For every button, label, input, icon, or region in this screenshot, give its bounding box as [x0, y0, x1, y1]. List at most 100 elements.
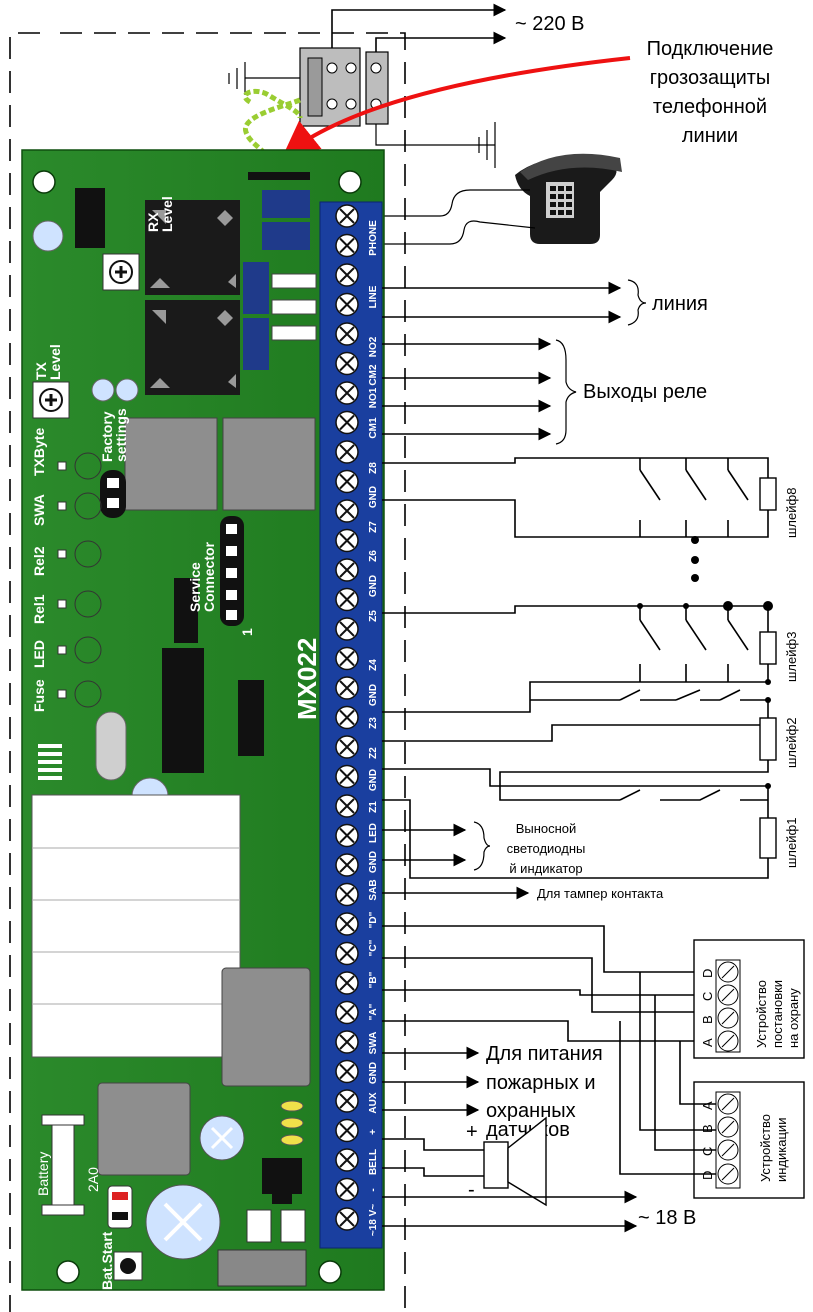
enclosure-outline	[9, 32, 406, 1312]
terminal-screw-slot	[339, 1181, 355, 1198]
mains-wire-2	[375, 31, 507, 52]
terminal-screw-slot	[339, 1093, 355, 1109]
svg-text:й индикатор: й индикатор	[509, 861, 582, 876]
terminal-label: LINE	[368, 285, 379, 308]
mains-terminal-block	[299, 47, 389, 127]
terminal-screw-slot	[339, 650, 355, 667]
terminal-screw-slot	[339, 621, 355, 637]
terminal-label: CM2	[368, 364, 379, 386]
terminal-label: "D"	[368, 911, 379, 928]
svg-text:грозозащиты: грозозащиты	[650, 67, 771, 89]
switch-block	[246, 1209, 306, 1243]
terminal-label: CM1	[368, 417, 379, 439]
relays	[124, 417, 316, 511]
svg-text:Для питания: Для питания	[486, 1043, 603, 1065]
svg-text:Rel1: Rel1	[31, 594, 47, 624]
svg-text:индикации: индикации	[774, 1118, 789, 1182]
board-model: MX022	[292, 638, 322, 720]
terminal-screw-slot	[339, 444, 355, 460]
svg-text:постановки: постановки	[770, 980, 785, 1048]
ic-right	[238, 680, 264, 756]
phone-cord	[378, 189, 536, 245]
bat-start-button	[113, 1251, 143, 1281]
svg-text:охранных: охранных	[486, 1100, 576, 1122]
diodes	[280, 1100, 304, 1146]
svg-text:Подключение: Подключение	[647, 38, 774, 60]
svg-text:TXByte: TXByte	[31, 428, 47, 476]
tamper-label: Для тампер контакта	[537, 886, 664, 901]
relay-output-wires	[382, 337, 552, 441]
svg-text:светодиодны: светодиодны	[507, 841, 586, 856]
terminal-label: SWA	[368, 1032, 379, 1055]
led-indicators	[57, 452, 102, 708]
bell-minus-wire	[382, 1167, 484, 1177]
terminal-label: NO2	[368, 336, 379, 357]
terminal-screw-slot	[339, 296, 355, 313]
loop2-label: шлейф2	[784, 718, 799, 768]
power-module	[31, 794, 241, 1058]
power-connector	[217, 1249, 307, 1287]
svg-text:Fuse: Fuse	[31, 679, 47, 712]
relay-brace	[555, 339, 577, 445]
sensor-power-wires	[382, 1046, 480, 1117]
terminal-label: "C"	[368, 939, 379, 956]
tx-level-label-2: Level	[47, 344, 63, 380]
tx-level-pot	[32, 381, 70, 419]
terminal-screw-slot	[339, 414, 355, 431]
terminal-screw-slot	[339, 503, 355, 519]
terminal-screw-slot	[339, 798, 355, 814]
terminal-screw-slot	[339, 857, 355, 873]
bell-plus-wire	[382, 1138, 484, 1151]
sensors-power-label: Для питания пожарных и охранных датчиков	[486, 1043, 603, 1141]
tx-level-label-1: TX	[33, 361, 49, 380]
bell-siren-icon	[483, 1116, 547, 1207]
terminal-screw-slot	[339, 1211, 355, 1227]
terminal-screw-slot	[339, 1034, 355, 1050]
svg-text:линии: линии	[682, 125, 738, 147]
svg-text:Rel2: Rel2	[31, 546, 47, 576]
svg-text:пожарных и: пожарных и	[486, 1072, 596, 1094]
terminal-label: Z6	[368, 550, 379, 562]
lightning-protection-label: Подключение грозозащиты телефонной линии	[647, 38, 774, 147]
svg-text:телефонной: телефонной	[653, 96, 767, 118]
ground-icon	[228, 62, 496, 168]
terminal-screw-slot	[339, 473, 355, 490]
terminal-label: GND	[368, 486, 379, 508]
terminal-label: "A"	[368, 1003, 379, 1020]
svg-text:A: A	[700, 1038, 715, 1047]
factory-label-2: settings	[113, 408, 129, 462]
terminal-label: GND	[368, 769, 379, 791]
svg-text:на охрану: на охрану	[786, 988, 801, 1048]
svg-text:Выносной: Выносной	[516, 821, 577, 836]
svg-text:B: B	[700, 1124, 715, 1133]
terminal-label: Z7	[368, 521, 379, 533]
bell-plus-label: +	[466, 1121, 478, 1143]
terminal-label: ~18 V~	[368, 1204, 379, 1236]
led-labels: TXByte SWA Rel2 Rel1 LED Fuse	[31, 428, 47, 712]
svg-text:LED: LED	[31, 640, 47, 668]
svg-text:D: D	[700, 969, 715, 978]
terminal-label: -	[368, 1188, 379, 1191]
regulators	[97, 967, 311, 1176]
terminal-label: GND	[368, 684, 379, 706]
terminal-label: +	[368, 1129, 379, 1135]
mains-wire-1	[331, 3, 507, 48]
abcd-bus-wiring	[382, 925, 716, 1175]
terminal-screw-slot	[339, 739, 355, 755]
terminal-screw-slot	[339, 385, 355, 401]
remote-led-label: Выносной светодиодны й индикатор	[507, 821, 586, 876]
ic-small	[75, 188, 105, 248]
terminal-screw-slot	[339, 680, 355, 696]
indication-terminal-labels: A B C D	[700, 1101, 715, 1180]
terminal-label: SAB	[368, 879, 379, 900]
loop-resistors	[759, 477, 777, 859]
terminal-screws	[335, 204, 359, 1231]
terminal-label: LED	[368, 823, 379, 843]
ac18-label: ~ 18 В	[638, 1207, 696, 1229]
mounting-holes	[32, 170, 362, 1284]
line-label: линия	[652, 293, 708, 315]
terminal-screw-slot	[339, 768, 355, 785]
led-brace	[473, 821, 491, 871]
terminal-screw-slot	[339, 886, 355, 903]
